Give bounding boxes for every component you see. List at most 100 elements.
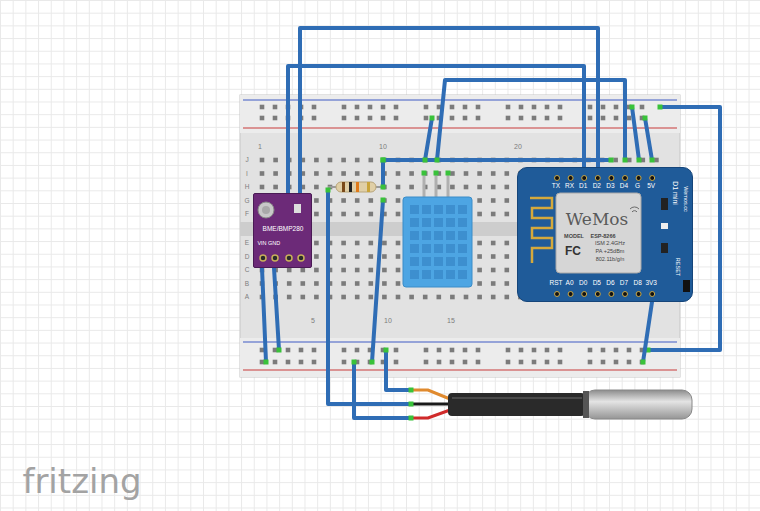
breadboard-hole <box>328 171 333 176</box>
breadboard-hole <box>519 348 524 353</box>
connection-dot <box>434 171 439 176</box>
connection-dot <box>381 158 386 163</box>
breadboard-hole <box>369 158 374 163</box>
breadboard-hole <box>396 241 401 246</box>
breadboard-hole <box>314 158 319 163</box>
header-pad <box>298 255 304 261</box>
column-number: 20 <box>514 143 522 150</box>
breadboard-hole <box>260 116 265 121</box>
breadboard-hole <box>355 254 360 259</box>
breadboard-hole <box>437 360 442 365</box>
chip <box>294 204 301 213</box>
breadboard-hole <box>381 116 386 121</box>
breadboard-hole <box>382 268 387 273</box>
breadboard-hole <box>314 198 319 203</box>
smd-part <box>661 243 668 253</box>
sensor-body <box>403 197 472 287</box>
breadboard-hole <box>505 254 510 259</box>
sensor-grille <box>458 205 467 214</box>
watermark: fritzing <box>22 464 141 498</box>
breadboard-hole <box>450 105 455 110</box>
microcontroller-board: WeMosMODELESP-8266ISM 2.4GHzPA +25dBm802… <box>517 167 693 302</box>
breadboard-hole <box>450 295 455 300</box>
module-title: BME/BMP280 <box>263 226 304 233</box>
breadboard-hole <box>463 105 468 110</box>
breadboard-hole <box>341 158 346 163</box>
breadboard-hole <box>286 360 291 365</box>
sensor-grille <box>422 205 431 214</box>
resistor-band <box>356 182 359 192</box>
breadboard-hole <box>301 268 306 273</box>
breadboard-hole <box>558 105 563 110</box>
breadboard-hole <box>519 105 524 110</box>
connection-dot <box>623 158 628 163</box>
breadboard-hole <box>505 185 510 190</box>
sensor-grille <box>410 218 419 227</box>
breadboard-hole <box>477 198 482 203</box>
connection-dot <box>650 158 655 163</box>
pin-hole <box>595 176 600 181</box>
sensor-grille <box>422 244 431 253</box>
dht-sensor <box>403 171 472 288</box>
breadboard-hole <box>369 254 374 259</box>
breadboard-hole <box>627 348 632 353</box>
breadboard-hole <box>355 158 360 163</box>
connection-dot <box>409 416 414 421</box>
breadboard-hole <box>396 281 401 286</box>
breadboard-hole <box>506 360 511 365</box>
pin-hole <box>582 292 587 297</box>
sensor-grille <box>446 270 455 279</box>
breadboard-hole <box>394 105 399 110</box>
connection-dot <box>384 348 389 353</box>
breadboard-hole <box>505 171 510 176</box>
connection-dot <box>326 188 331 193</box>
breadboard-hole <box>476 105 481 110</box>
breadboard-hole <box>424 348 429 353</box>
column-number: 10 <box>379 143 387 150</box>
sensor-grille <box>422 257 431 266</box>
pin-label: D4 <box>620 183 628 190</box>
breadboard-hole <box>368 116 373 121</box>
breadboard-hole <box>369 198 374 203</box>
probe-tip <box>585 390 692 419</box>
breadboard-hole <box>342 116 347 121</box>
breadboard-hole <box>355 281 360 286</box>
breadboard-hole <box>314 268 319 273</box>
button-label: RESET <box>674 258 680 276</box>
jumper-wire <box>643 302 652 362</box>
sensor-leg <box>423 173 426 198</box>
pin-label: TX <box>552 183 560 190</box>
breadboard-hole <box>260 158 265 163</box>
sensor-grille <box>458 244 467 253</box>
pin-hole <box>623 292 628 297</box>
pin-hole <box>582 176 587 181</box>
column-number: 10 <box>384 317 392 324</box>
sensor-grille <box>410 244 419 253</box>
breadboard-hole <box>286 348 291 353</box>
module-text: MODEL <box>564 234 584 240</box>
bottom-power-rail <box>240 338 680 377</box>
breadboard-hole <box>369 295 374 300</box>
breadboard-hole <box>437 295 442 300</box>
pin-label: D0 <box>579 280 587 287</box>
probe-lead <box>411 403 450 406</box>
breadboard-hole <box>477 171 482 176</box>
breadboard-hole <box>396 212 401 217</box>
connection-dot <box>277 348 282 353</box>
resistor-body <box>336 182 376 192</box>
smd-part <box>661 198 668 210</box>
breadboard-hole <box>355 212 360 217</box>
sensor-leg <box>447 173 450 198</box>
breadboard-hole <box>491 295 496 300</box>
connection-dot <box>422 171 427 176</box>
sensor-grille <box>458 231 467 240</box>
breadboard-hole <box>273 116 278 121</box>
breadboard-hole <box>450 348 455 353</box>
module-text: ESP-8266 <box>590 234 615 240</box>
breadboard-hole <box>588 348 593 353</box>
breadboard-hole <box>627 158 632 163</box>
breadboard-hole <box>301 295 306 300</box>
pin-label: 3V3 <box>645 280 657 287</box>
breadboard-hole <box>505 281 510 286</box>
